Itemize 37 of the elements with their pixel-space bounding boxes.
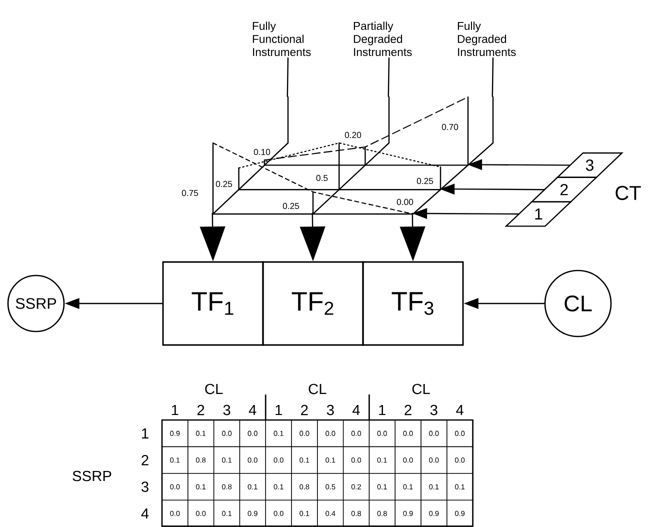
column-number: 3 [430,404,438,416]
row-group-label: SSRP [72,470,112,482]
column-number: 2 [197,404,204,416]
value-label: 0.25 [281,202,301,210]
row-number: 3 [142,482,148,492]
column-heading: Fully Degraded Instruments [458,22,516,56]
axis-label: CT [616,186,641,200]
column-number: 1 [379,404,386,416]
value-label: 0.10 [252,148,272,156]
row-number: 1 [142,428,148,438]
value-label: 0.20 [343,130,363,140]
row-number: 2 [142,454,148,466]
value-label: 0.70 [440,122,460,132]
column-heading: Partially Degraded Instruments [354,22,412,56]
value-label: 0.75 [180,188,200,198]
bar-graph-drawing [212,96,494,215]
function-box: TF$_{1}$ [162,261,264,346]
column-number: 2 [404,404,412,416]
function-box: TF$_{3}$ [362,261,464,346]
column-number: 3 [326,404,334,416]
row-number: 4 [141,508,149,519]
column-group-label: CL [412,384,430,394]
value-label: 0.5 [314,174,330,182]
column-number: 1 [276,404,282,416]
column-number: 1 [172,404,178,416]
value-label: 0.00 [395,198,415,206]
column-number: 4 [248,404,256,416]
column-number: 3 [223,404,230,416]
value-label: 0.25 [415,176,435,186]
column-number: 2 [301,404,308,416]
column-group-label: CL [308,384,326,394]
column-heading: Fully Functional Instruments [252,22,311,56]
column-number: 4 [456,404,464,416]
function-box: TF$_{2}$ [262,261,364,346]
column-group-label: CL [205,384,223,394]
value-label: 0.25 [214,180,234,188]
column-number: 4 [352,404,360,416]
